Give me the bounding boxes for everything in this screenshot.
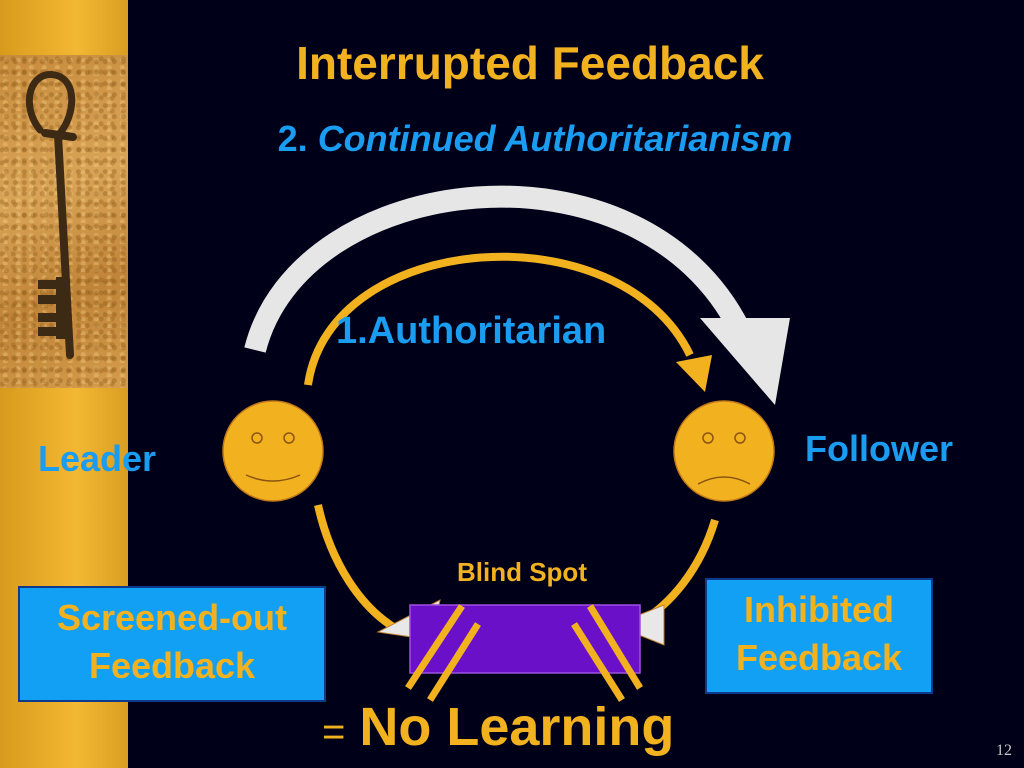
screened-out-feedback-box: Screened-out Feedback — [18, 586, 326, 702]
authoritarian-label: 1.Authoritarian — [336, 310, 607, 352]
smiling-face-icon — [222, 400, 324, 502]
gold-arrowhead — [676, 355, 712, 392]
gold-left-lower-arc — [314, 504, 404, 636]
slide-subtitle: 2. Continued Authoritarianism — [140, 118, 930, 160]
leader-label: Leader — [38, 438, 157, 479]
slide-title: Interrupted Feedback — [296, 37, 764, 89]
interrupt-slash-left-1 — [405, 604, 465, 690]
interrupt-slash-right-1 — [571, 622, 625, 702]
blind-spot-label: Blind Spot — [457, 557, 587, 587]
page-number: 12 — [996, 742, 1012, 759]
interrupt-slash-left-2 — [427, 622, 481, 702]
white-arc-arrow — [244, 185, 750, 353]
gold-strip-top — [0, 0, 128, 56]
interrupt-slash-right-2 — [587, 604, 643, 690]
equals-sign: = — [322, 710, 346, 754]
screened-out-line2: Feedback — [88, 645, 256, 686]
inhibited-line2: Feedback — [735, 637, 903, 678]
inhibited-feedback-box: Inhibited Feedback — [705, 578, 933, 694]
key-photo — [0, 55, 128, 388]
gold-right-lower-arc — [637, 518, 719, 626]
no-learning-result: = No Learning — [322, 696, 674, 758]
no-learning-text: No Learning — [359, 697, 675, 757]
white-arrowhead — [700, 318, 790, 405]
screened-out-line1: Screened-out — [56, 597, 288, 638]
inhibited-line1: Inhibited — [744, 589, 894, 630]
subtitle-number: 2. — [277, 118, 308, 159]
blind-spot-box — [409, 604, 641, 674]
old-key-icon — [25, 71, 77, 359]
frowning-face-icon — [673, 400, 775, 502]
gold-strip-bottom — [0, 388, 128, 768]
follower-label: Follower — [805, 428, 954, 469]
gold-upper-arc — [304, 252, 694, 386]
subtitle-text: Continued Authoritarianism — [317, 118, 793, 159]
